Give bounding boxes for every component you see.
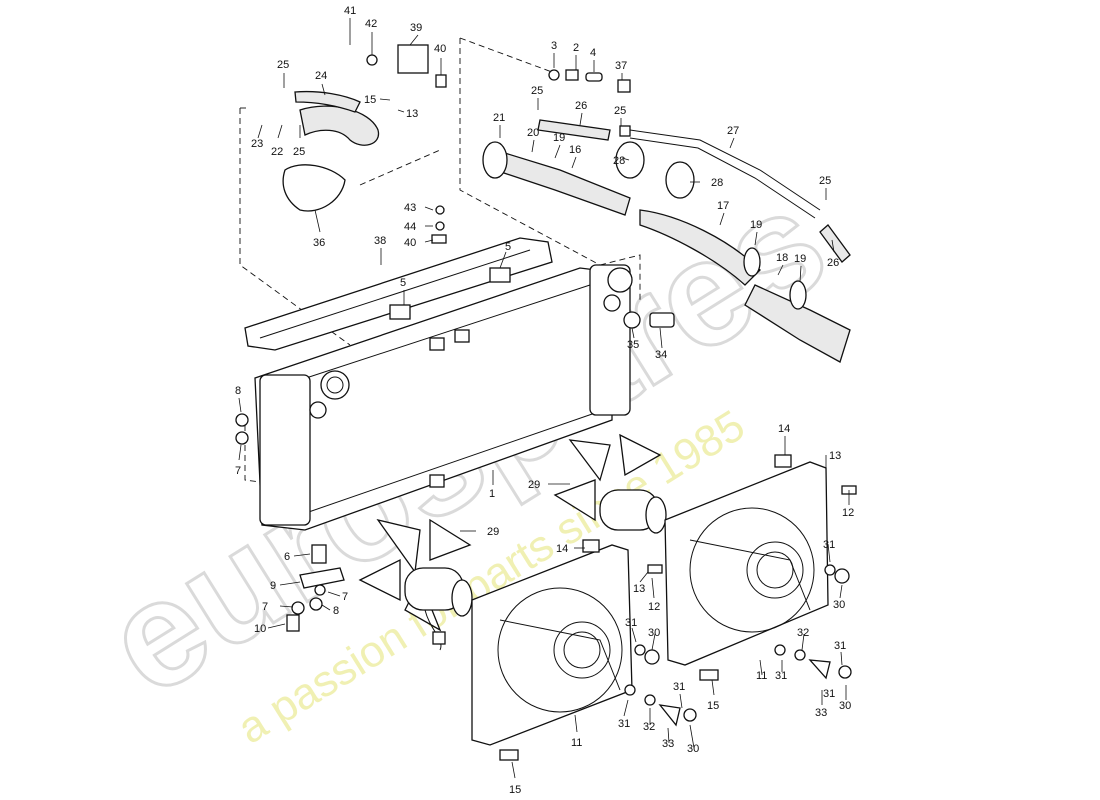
callout-30b: 30 — [833, 599, 845, 611]
callout-12: 12 — [842, 507, 854, 519]
callout-17: 17 — [717, 200, 729, 212]
callout-6: 6 — [284, 551, 290, 563]
callout-4: 4 — [590, 47, 596, 59]
fan-motor-right — [553, 433, 667, 534]
clamps — [482, 141, 807, 310]
callout-38: 38 — [374, 235, 386, 247]
callout-31: 31 — [625, 617, 637, 629]
callout-3: 3 — [551, 40, 557, 52]
callout-13b: 13 — [829, 450, 841, 462]
callout-31d: 31 — [673, 681, 685, 693]
callout-31b: 31 — [823, 539, 835, 551]
callout-32: 32 — [643, 721, 655, 733]
callout-31f: 31 — [834, 640, 846, 652]
callout-25: 25 — [277, 59, 289, 71]
callout-5: 5 — [400, 277, 406, 289]
callout-7b: 7 — [262, 601, 268, 613]
callout-8: 8 — [235, 385, 241, 397]
callout-31g: 31 — [823, 688, 835, 700]
callout-1: 1 — [489, 488, 495, 500]
callout-33: 33 — [662, 738, 674, 750]
callout-14b: 14 — [556, 543, 568, 555]
callout-5b: 5 — [505, 241, 511, 253]
callout-42: 42 — [365, 18, 377, 30]
callout-19: 19 — [553, 132, 565, 144]
callout-11b: 11 — [756, 670, 767, 682]
callout-labels: 41 42 39 40 25 24 15 13 23 22 25 36 43 4… — [235, 5, 854, 796]
hoses — [282, 90, 851, 363]
callout-19b: 19 — [750, 219, 762, 231]
callout-2: 2 — [573, 42, 579, 54]
callout-30c: 30 — [687, 743, 699, 755]
callout-40: 40 — [434, 43, 446, 55]
callout-10: 10 — [254, 623, 266, 635]
callout-13c: 13 — [633, 583, 645, 595]
callout-18: 18 — [776, 252, 788, 264]
callout-28: 28 — [613, 155, 625, 167]
callout-34: 34 — [655, 349, 667, 361]
callout-27: 27 — [727, 125, 739, 137]
callout-43: 43 — [404, 202, 416, 214]
fan-motor-left — [358, 518, 473, 651]
cover-trim — [244, 237, 553, 351]
callout-30d: 30 — [839, 700, 851, 712]
callout-36: 36 — [313, 237, 325, 249]
callout-19c: 19 — [794, 253, 806, 265]
callout-28b: 28 — [711, 177, 723, 189]
fan-shroud-right — [664, 461, 829, 666]
callout-44: 44 — [404, 221, 416, 233]
callout-25b: 25 — [293, 146, 305, 158]
callout-29b: 29 — [487, 526, 499, 538]
callout-33b: 33 — [815, 707, 827, 719]
callout-23: 23 — [251, 138, 263, 150]
callout-37: 37 — [615, 60, 627, 72]
callout-25d: 25 — [531, 85, 543, 97]
callout-15b: 15 — [707, 700, 719, 712]
callout-7: 7 — [235, 465, 241, 477]
callout-32b: 32 — [797, 627, 809, 639]
radiator — [254, 264, 633, 531]
callout-9: 9 — [270, 580, 276, 592]
callout-40b: 40 — [404, 237, 416, 249]
leader-lines — [238, 18, 850, 779]
callout-16: 16 — [569, 144, 581, 156]
callout-20: 20 — [527, 127, 539, 139]
callout-11: 11 — [571, 737, 582, 749]
callout-30: 30 — [648, 627, 660, 639]
callout-26: 26 — [575, 100, 587, 112]
callout-41: 41 — [344, 5, 356, 17]
callout-14: 14 — [778, 423, 790, 435]
callout-31c: 31 — [618, 718, 630, 730]
callout-12b: 12 — [648, 601, 660, 613]
callout-26b: 26 — [827, 257, 839, 269]
callout-7c: 7 — [342, 591, 348, 603]
callout-25c: 25 — [614, 105, 626, 117]
callout-15c: 15 — [509, 784, 521, 796]
callout-25e: 25 — [819, 175, 831, 187]
callout-24: 24 — [315, 70, 327, 82]
callout-39: 39 — [410, 22, 422, 34]
callout-35: 35 — [627, 339, 639, 351]
callout-29: 29 — [528, 479, 540, 491]
callout-31e: 31 — [775, 670, 787, 682]
callout-15: 15 — [364, 94, 376, 106]
callout-8b: 8 — [333, 605, 339, 617]
callout-22: 22 — [271, 146, 283, 158]
callout-13: 13 — [406, 108, 418, 120]
callout-21: 21 — [493, 112, 505, 124]
hardware — [286, 454, 857, 761]
